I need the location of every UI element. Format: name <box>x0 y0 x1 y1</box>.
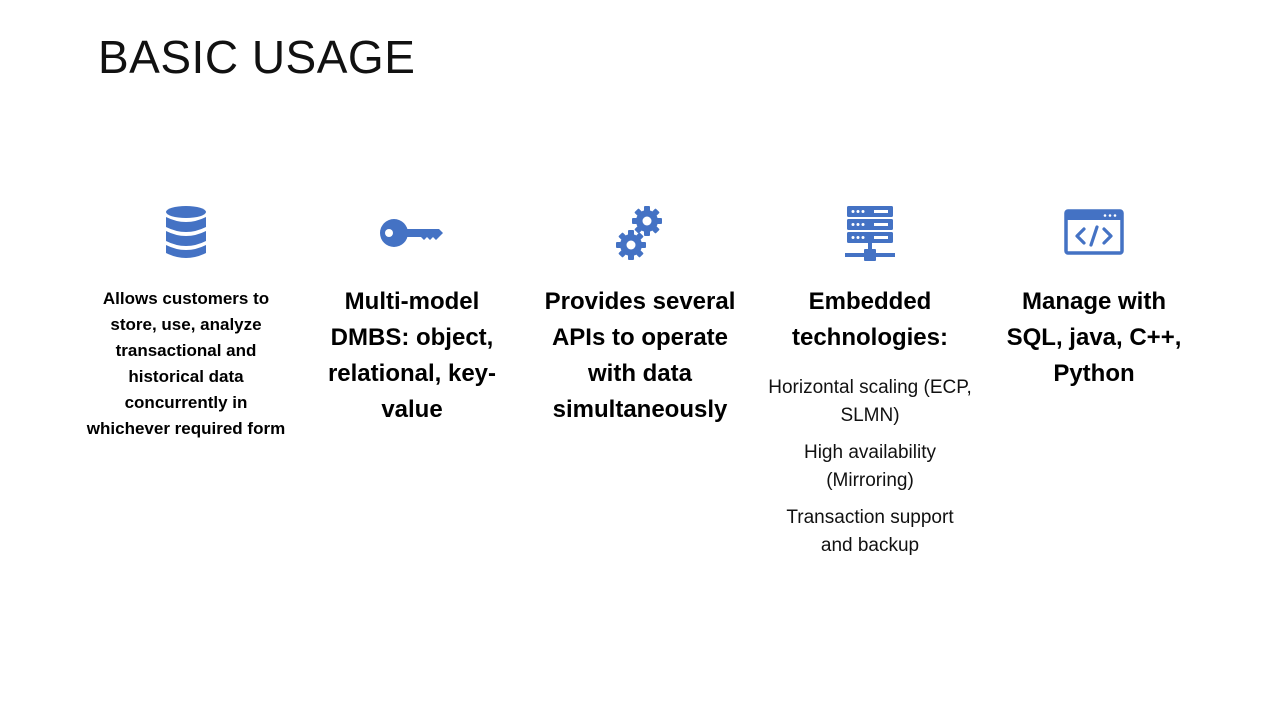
slide-title: BASIC USAGE <box>98 31 416 83</box>
database-icon <box>164 200 208 266</box>
column-languages: Manage with SQL, java, C++, Python <box>994 200 1194 392</box>
embedded-list: Horizontal scaling (ECP, SLMN) High avai… <box>768 374 972 569</box>
list-item: Horizontal scaling (ECP, SLMN) <box>768 377 972 426</box>
column-heading: Allows customers to store, use, analyze … <box>86 289 286 438</box>
column-embedded: Embedded technologies: Horizontal scalin… <box>768 200 972 569</box>
column-multimodel: Multi-model DMBS: object, relational, ke… <box>312 200 512 428</box>
column-heading: Manage with SQL, java, C++, Python <box>1006 288 1182 387</box>
column-heading: Provides several APIs to operate with da… <box>544 288 736 423</box>
gears-icon <box>615 200 665 266</box>
list-item: Transaction support and backup <box>786 507 954 556</box>
column-heading: Embedded technologies: <box>791 288 948 351</box>
list-item: High availability (Mirroring) <box>803 442 936 491</box>
column-storage: Allows customers to store, use, analyze … <box>86 200 286 442</box>
server-icon <box>844 200 896 266</box>
column-heading: Multi-model DMBS: object, relational, ke… <box>327 288 497 423</box>
key-icon <box>379 200 445 266</box>
code-window-icon <box>1064 200 1124 266</box>
column-apis: Provides several APIs to operate with da… <box>540 200 740 428</box>
